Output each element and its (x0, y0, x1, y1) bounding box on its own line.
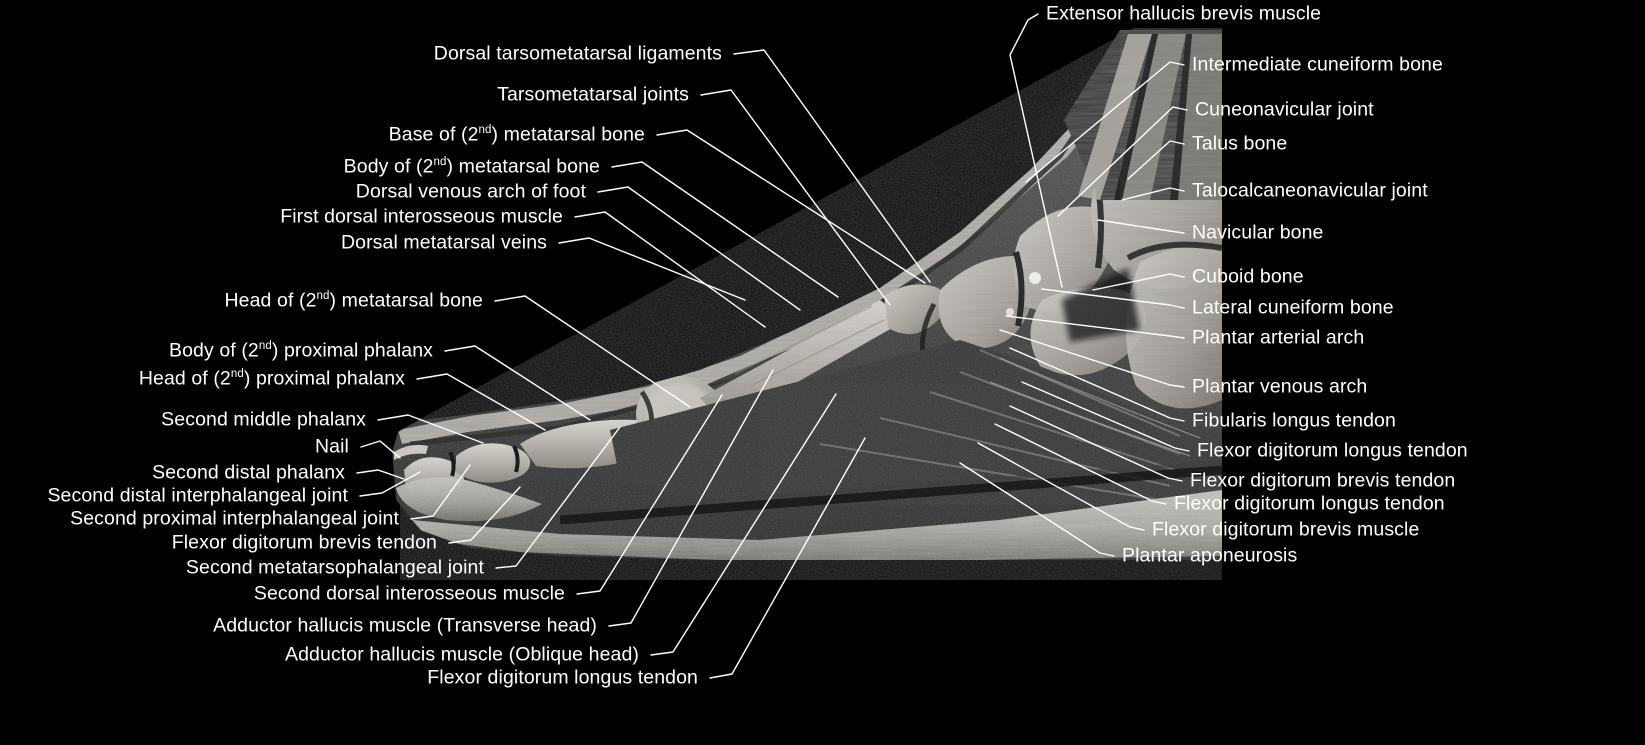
label-body-of-2nd-proximal-phalanx: Body of (2nd) proximal phalanx (168, 339, 433, 362)
label-cuboid-bone: Cuboid bone (1192, 265, 1304, 288)
label-extensor-hallucis-brevis-muscle: Extensor hallucis brevis muscle (1046, 2, 1322, 25)
label-second-proximal-interphalangeal-joint: Second proximal interphalangeal joint (70, 507, 399, 530)
label-adductor-hallucis-muscle-oblique-head: Adductor hallucis muscle (Oblique head) (285, 643, 639, 666)
label-dorsal-venous-arch-of-foot: Dorsal venous arch of foot (355, 180, 586, 203)
label-adductor-hallucis-muscle-transverse-head: Adductor hallucis muscle (Transverse hea… (213, 614, 597, 637)
label-head-of-2nd-proximal-phalanx: Head of (2nd) proximal phalanx (138, 367, 405, 390)
label-lateral-cuneiform-bone: Lateral cuneiform bone (1192, 296, 1394, 319)
label-base-of-2nd-metatarsal-bone: Base of (2nd) metatarsal bone (388, 123, 645, 146)
label-flexor-digitorum-longus-tendon-right-1: Flexor digitorum longus tendon (1197, 439, 1468, 462)
label-fibularis-longus-tendon: Fibularis longus tendon (1192, 409, 1396, 432)
label-flexor-digitorum-longus-tendon-right-2: Flexor digitorum longus tendon (1174, 492, 1445, 515)
label-body-of-2nd-metatarsal-bone: Body of (2nd) metatarsal bone (343, 155, 600, 178)
label-head-of-2nd-metatarsal-bone: Head of (2nd) metatarsal bone (224, 289, 483, 312)
label-plantar-venous-arch: Plantar venous arch (1192, 375, 1368, 398)
label-intermediate-cuneiform-bone: Intermediate cuneiform bone (1192, 53, 1443, 76)
label-dorsal-metatarsal-veins: Dorsal metatarsal veins (340, 231, 547, 254)
label-cuneonavicular-joint: Cuneonavicular joint (1195, 98, 1374, 121)
label-flexor-digitorum-brevis-muscle: Flexor digitorum brevis muscle (1152, 518, 1420, 541)
label-second-distal-phalanx: Second distal phalanx (152, 461, 345, 484)
label-second-dorsal-interosseous-muscle: Second dorsal interosseous muscle (253, 582, 565, 605)
label-flexor-digitorum-brevis-tendon-left: Flexor digitorum brevis tendon (171, 531, 437, 554)
label-plantar-arterial-arch: Plantar arterial arch (1192, 326, 1365, 349)
label-nail: Nail (315, 435, 349, 458)
label-flexor-digitorum-longus-tendon-left: Flexor digitorum longus tendon (427, 666, 698, 689)
label-talus-bone: Talus bone (1192, 132, 1288, 155)
label-flexor-digitorum-brevis-tendon-right: Flexor digitorum brevis tendon (1190, 469, 1456, 492)
label-second-distal-interphalangeal-joint: Second distal interphalangeal joint (47, 484, 348, 507)
label-plantar-aponeurosis: Plantar aponeurosis (1122, 544, 1298, 567)
label-second-metatarsophalangeal-joint: Second metatarsophalangeal joint (185, 556, 484, 579)
label-second-middle-phalanx: Second middle phalanx (161, 408, 366, 431)
label-navicular-bone: Navicular bone (1192, 221, 1324, 244)
label-tarsometatarsal-joints: Tarsometatarsal joints (497, 83, 689, 106)
label-dorsal-tarsometatarsal-ligaments: Dorsal tarsometatarsal ligaments (433, 42, 722, 65)
label-talocalcaneonavicular-joint: Talocalcaneonavicular joint (1192, 179, 1428, 202)
label-first-dorsal-interosseous-muscle: First dorsal interosseous muscle (280, 205, 563, 228)
